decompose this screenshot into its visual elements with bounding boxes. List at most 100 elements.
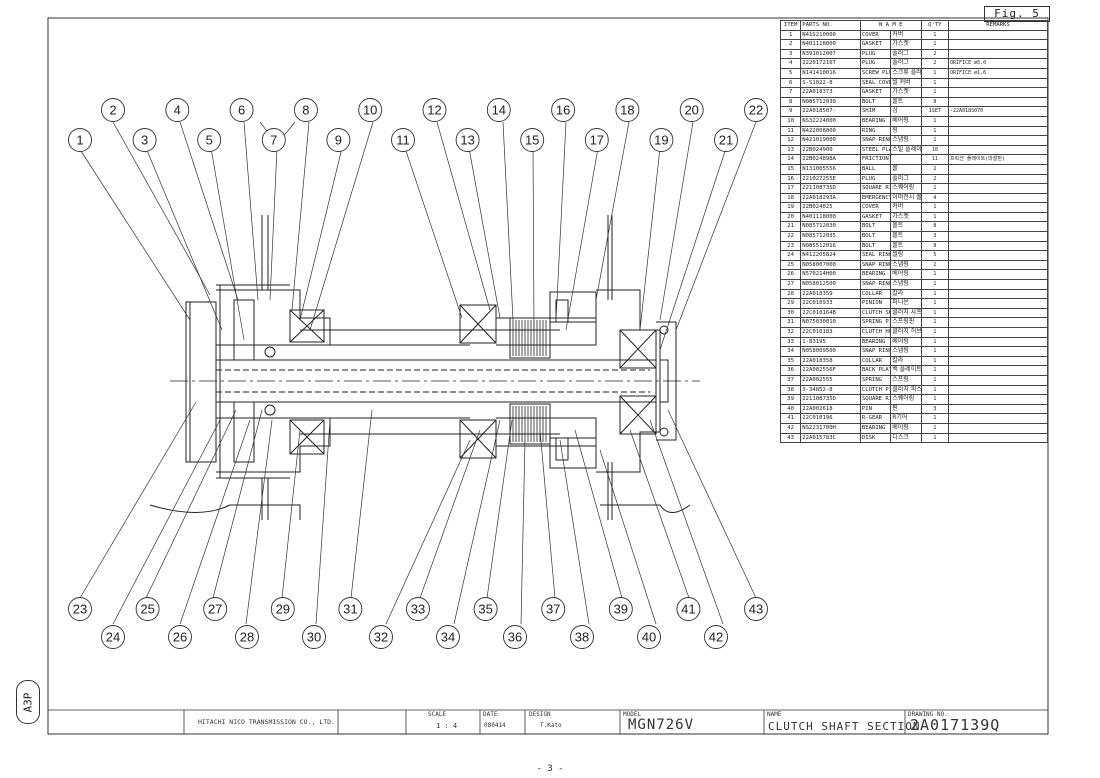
parts-number-cell: N391012007 (800, 48, 861, 60)
parts-remarks-cell (948, 48, 1048, 60)
model-label: MODEL (623, 711, 642, 718)
balloon-9: 9 (326, 128, 351, 152)
parts-name-kr-cell: 가스켓 (890, 39, 922, 50)
balloon-number: 28 (240, 630, 254, 645)
parts-name-kr-cell: 볼트 (890, 240, 922, 252)
parts-item-cell: 38 (779, 384, 802, 396)
parts-item-cell: 42 (779, 422, 802, 434)
balloon-number: 6 (238, 103, 245, 118)
parts-qty-cell: 5 (920, 250, 950, 261)
balloon-circle (203, 597, 228, 621)
parts-name-kr-cell: 볼트 (890, 231, 922, 242)
header-remarks: REMARKS (948, 20, 1048, 31)
parts-item-cell: 9 (779, 106, 802, 117)
parts-number-cell: 221108735D (800, 183, 861, 194)
parts-item-cell: 43 (779, 432, 802, 444)
parts-remarks-cell (948, 39, 1048, 50)
balloon-13: 13 (455, 128, 480, 152)
parts-item-cell: 24 (779, 250, 802, 261)
balloon-circle (436, 625, 460, 649)
parts-name-kr-cell: R기어 (890, 413, 922, 424)
parts-remarks-cell (948, 288, 1048, 300)
parts-qty-cell: 1 (920, 288, 950, 300)
parts-name-en-cell: SNAP RING (859, 259, 892, 271)
parts-name-kr-cell: 스냅링 (890, 279, 922, 290)
balloon-number: 7 (270, 133, 277, 148)
date-label: DATE (483, 711, 498, 718)
parts-name-kr-cell: 스프링핀 (890, 317, 922, 328)
balloon-number: 20 (684, 103, 698, 118)
parts-name-en-cell: PLUG (859, 48, 892, 60)
model-value: MGN726V (628, 717, 695, 733)
parts-qty-cell: 1 (920, 279, 950, 290)
parts-remarks-cell (948, 211, 1048, 223)
parts-name-kr-cell: 스냅링 (890, 135, 922, 146)
balloon-circle (679, 98, 704, 122)
balloon-34: 34 (436, 625, 460, 649)
parts-item-cell: 4 (779, 58, 802, 69)
balloon-circle (135, 597, 160, 621)
design-value: T.Kato (540, 722, 562, 729)
balloon-number: 26 (173, 630, 187, 645)
balloon-circle (68, 597, 92, 621)
parts-name-kr-cell: 플러그 (890, 48, 922, 60)
parts-name-kr-cell: 칼라 (890, 288, 922, 300)
scale-value: 1 : 4 (436, 722, 458, 730)
balloon-4: 4 (165, 98, 190, 122)
parts-qty-cell: 1 (920, 115, 950, 127)
parts-number-cell: 22C010196 (800, 413, 861, 424)
balloon-circle (302, 625, 326, 649)
parts-qty-cell: 8 (920, 96, 950, 108)
parts-number-cell: S-S1022-8 (800, 77, 861, 89)
parts-item-cell: 21 (779, 221, 802, 233)
parts-remarks-cell (948, 422, 1048, 434)
parts-name-kr-cell: 피니온 (890, 298, 922, 309)
parts-remarks-cell (948, 240, 1048, 252)
parts-item-cell: 30 (779, 307, 802, 319)
balloon-number: 4 (174, 103, 181, 118)
balloon-number: 43 (749, 602, 763, 617)
parts-qty-cell: 11 (920, 154, 950, 165)
parts-number-cell: 22A018358 (800, 355, 861, 367)
parts-number-cell: 3-34852-8 (800, 384, 861, 396)
parts-item-cell: 11 (779, 125, 802, 137)
parts-name-kr-cell (890, 154, 922, 165)
parts-name-en-cell: RING (859, 125, 892, 137)
balloon-43: 43 (744, 597, 768, 621)
date-value: 080414 (484, 722, 506, 729)
parts-item-cell: 32 (779, 327, 802, 338)
parts-qty-cell: 1 (920, 336, 950, 348)
balloon-number: 31 (343, 602, 357, 617)
parts-name-kr-cell: 볼트 (890, 96, 922, 108)
parts-item-cell: 6 (779, 77, 802, 89)
balloon-number: 9 (335, 133, 342, 148)
parts-qty-cell: 2 (920, 173, 950, 185)
parts-remarks-cell (948, 307, 1048, 319)
parts-number-cell: N085712030 (800, 96, 861, 108)
balloon-circle (132, 128, 157, 152)
balloon-3: 3 (132, 128, 157, 152)
balloon-number: 18 (620, 103, 634, 118)
parts-remarks-cell (948, 96, 1048, 108)
balloon-number: 35 (478, 602, 492, 617)
parts-name-en-cell: CLUTCH HUB (859, 327, 892, 338)
parts-item-cell: 36 (779, 365, 802, 376)
parts-remarks-cell (948, 298, 1048, 309)
parts-remarks-cell: ORIFICE ø1.6 (948, 67, 1048, 79)
balloon-36: 36 (503, 625, 527, 649)
balloon-circle (486, 98, 511, 122)
parts-qty-cell: 1 (920, 125, 950, 137)
parts-number-cell: N141410016 (800, 67, 861, 79)
